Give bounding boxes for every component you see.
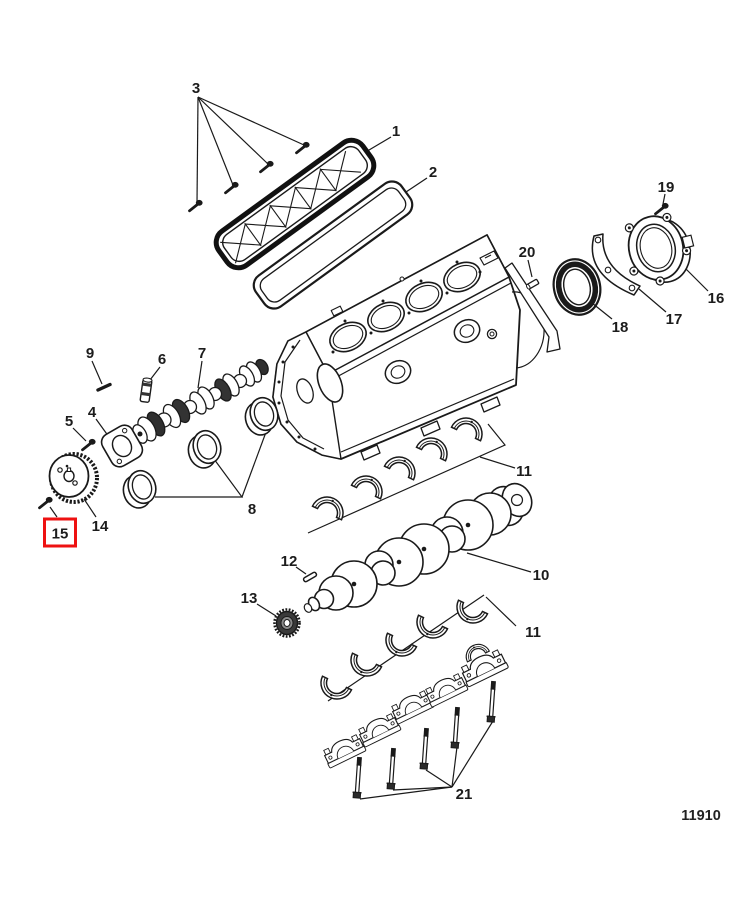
callout-13[interactable]: 13	[241, 590, 258, 607]
part-15-highlight-box	[43, 517, 77, 548]
callout-8[interactable]: 8	[248, 501, 256, 518]
callout-7[interactable]: 7	[198, 345, 206, 362]
callout-18[interactable]: 18	[612, 319, 629, 336]
callout-19[interactable]: 19	[658, 179, 675, 196]
retainer-screw-drawing	[654, 201, 670, 216]
crank-gear-drawing	[273, 608, 301, 638]
crankshaft-drawing	[303, 482, 533, 613]
cam-gear-drawing	[48, 452, 99, 504]
callout-9[interactable]: 9	[86, 345, 94, 362]
dowel-drawing	[525, 278, 540, 290]
drawing-number: 11910	[681, 808, 721, 824]
callout-5[interactable]: 5	[65, 413, 73, 430]
plate-bolt-holes	[277, 345, 317, 451]
callout-1[interactable]: 1	[392, 123, 400, 140]
highlighted-callout-15[interactable]: 15	[43, 517, 77, 548]
callout-14[interactable]: 14	[92, 518, 109, 535]
engine-block-drawing	[272, 234, 561, 461]
main-bearing-caps-drawing	[320, 639, 510, 769]
callout-11-upper[interactable]: 11	[516, 463, 532, 480]
callout-12[interactable]: 12	[281, 553, 298, 570]
seal-retainer-drawing	[624, 212, 695, 286]
deck-bolt-holes	[331, 260, 482, 354]
callout-3[interactable]: 3	[192, 80, 200, 97]
seal-bracket-drawing	[591, 233, 641, 296]
callout-11-lower[interactable]: 11	[525, 624, 541, 641]
rear-plate-strip	[504, 262, 561, 353]
callout-10[interactable]: 10	[533, 567, 550, 584]
callout-6[interactable]: 6	[158, 351, 166, 368]
side-cover-drawing	[213, 137, 377, 271]
callout-2[interactable]: 2	[429, 164, 437, 181]
callout-15[interactable]: 15	[52, 526, 69, 543]
cylinder-bores	[329, 261, 481, 353]
callout-17[interactable]: 17	[666, 311, 683, 328]
cover-gasket-drawing	[252, 180, 414, 310]
thrust-plate-drawing	[100, 424, 144, 468]
plug-drawing	[139, 377, 153, 403]
cam-gear-screw-drawing	[38, 495, 54, 510]
callout-16[interactable]: 16	[708, 290, 725, 307]
camshaft-drawing	[132, 358, 269, 444]
thrust-plate-screw-drawing	[81, 437, 97, 452]
callout-20[interactable]: 20	[519, 244, 536, 261]
dowel-pin-drawing	[96, 382, 112, 392]
rear-seal-drawing	[552, 258, 602, 316]
leader-lines	[49, 96, 709, 800]
woodruff-key-drawing	[302, 571, 318, 583]
callout-4[interactable]: 4	[88, 404, 97, 421]
callout-21[interactable]: 21	[456, 786, 473, 803]
